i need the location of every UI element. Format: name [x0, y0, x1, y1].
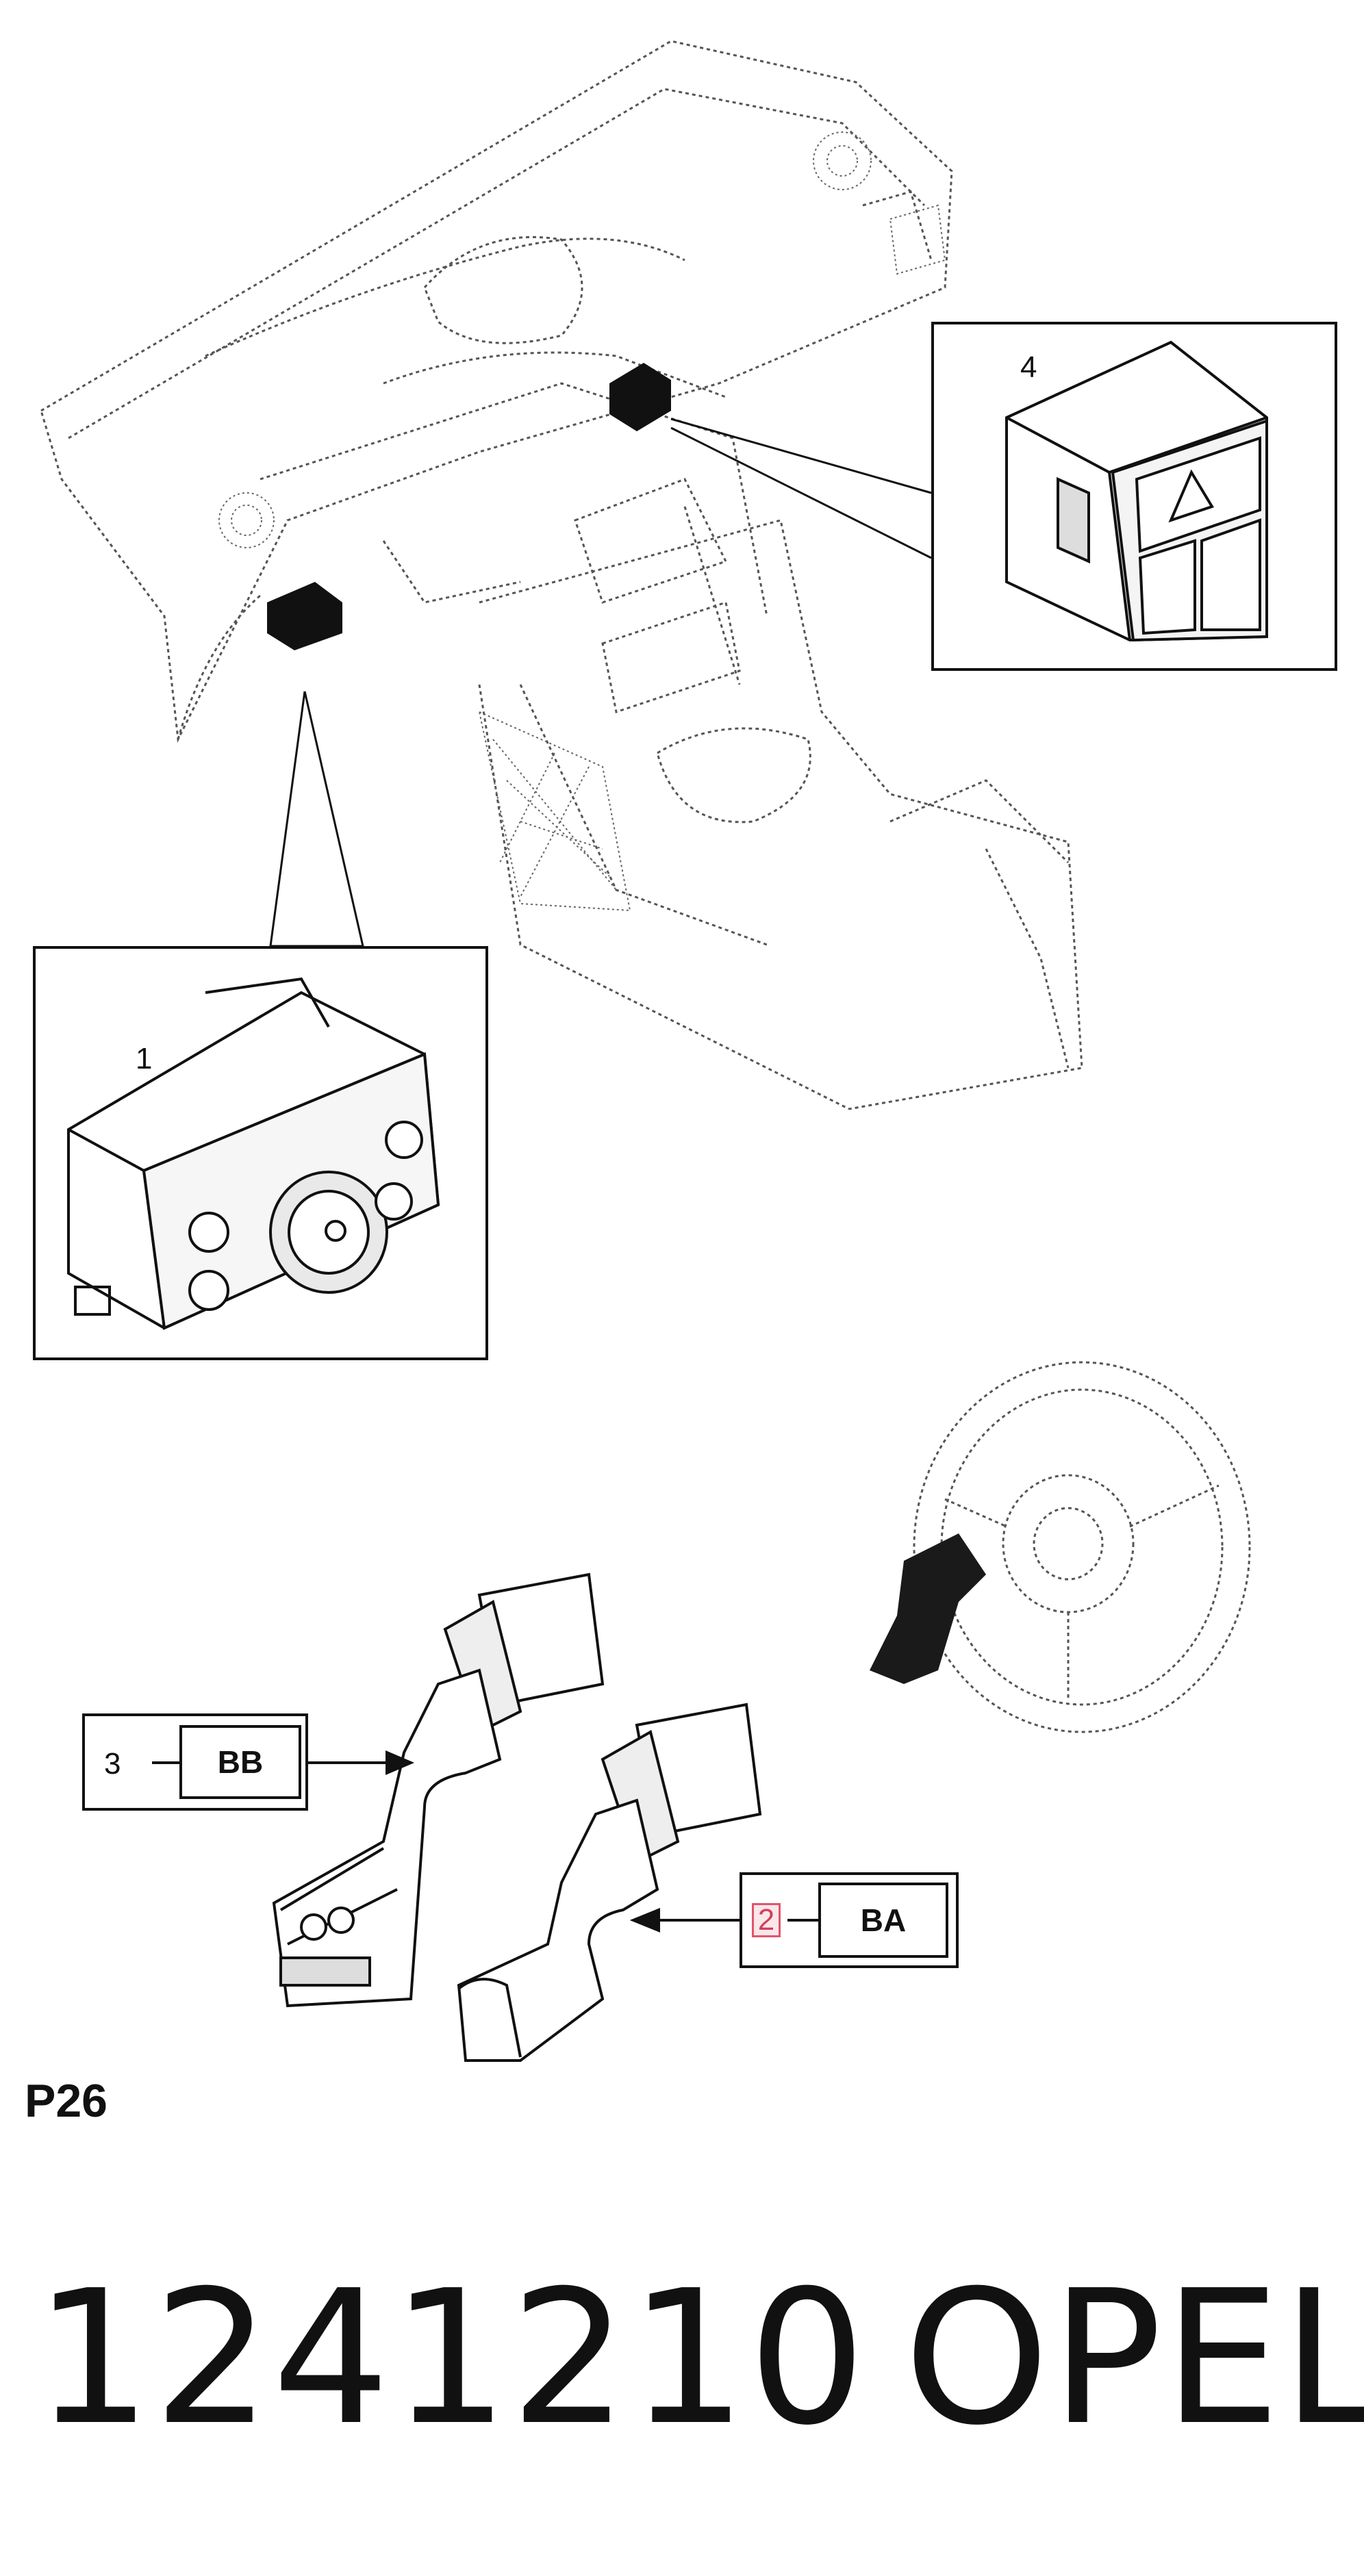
part-number: 1241210: [34, 2250, 868, 2466]
part-3-drawing: [272, 1572, 605, 2008]
steering-column-switches: [870, 1533, 986, 1684]
callout-number-1[interactable]: 1: [136, 1042, 153, 1075]
callout-number-4[interactable]: 4: [1020, 350, 1037, 384]
dashboard-mesh: [218, 131, 946, 912]
inset-frame-4: [931, 322, 1337, 671]
code-box-bb[interactable]: BB: [179, 1725, 301, 1799]
dashboard-markers: [267, 363, 671, 650]
leader-lines: [269, 418, 932, 947]
callout-group-bb: [82, 1713, 308, 1811]
callout-arrows: [152, 1750, 818, 1933]
callout-group-ba: [740, 1872, 959, 1968]
callout-number-3[interactable]: 3: [104, 1747, 121, 1781]
part-2-drawing: [457, 1703, 762, 2062]
part-1-drawing: [67, 977, 440, 1330]
brand-name: OPEL: [904, 2250, 1364, 2466]
inset-frame-1: [33, 946, 488, 1360]
part-4-drawing: [1005, 340, 1268, 642]
code-box-ba[interactable]: BA: [818, 1883, 948, 1958]
callout-number-2[interactable]: 2: [752, 1903, 781, 1937]
page-code: P26: [25, 2075, 108, 2127]
